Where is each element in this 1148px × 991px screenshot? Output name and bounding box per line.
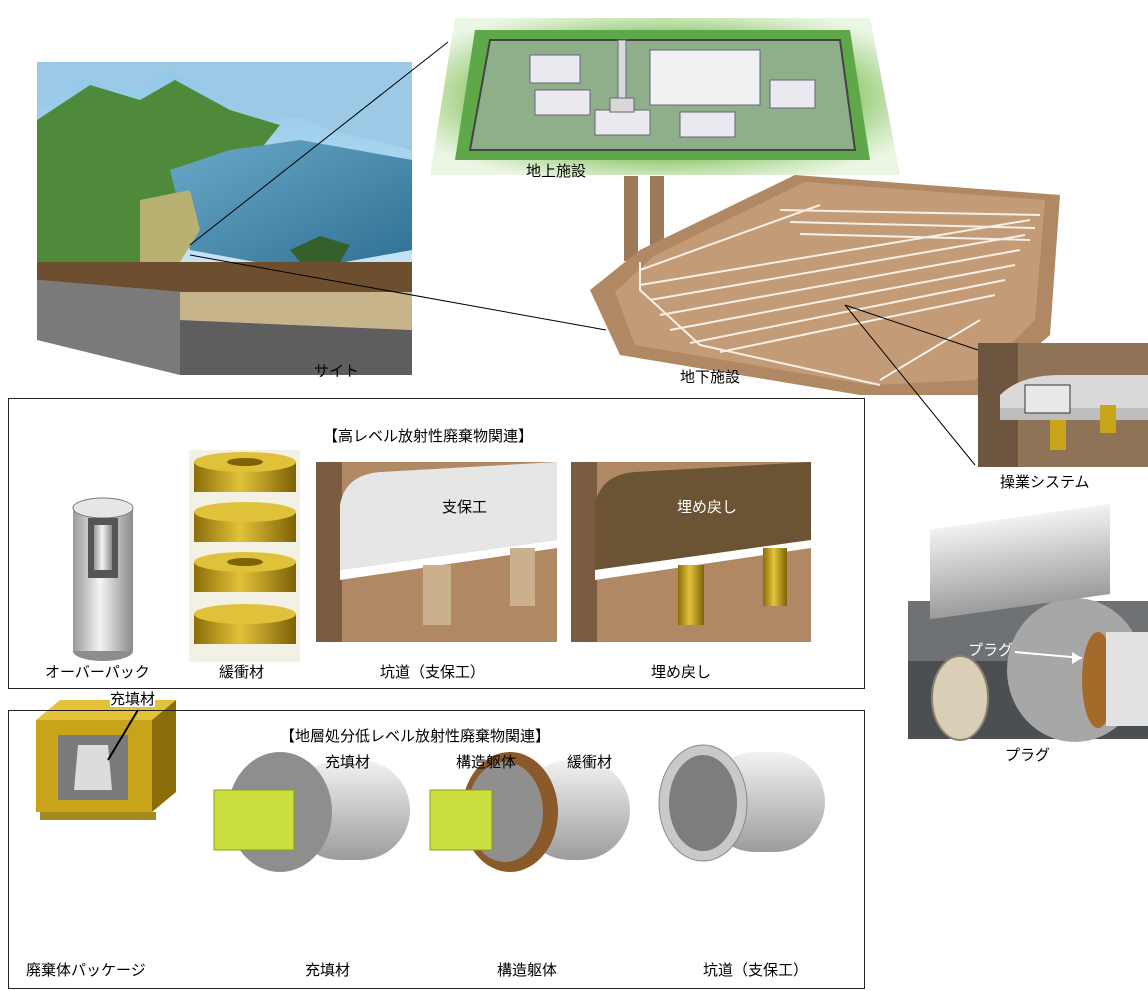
backfill-overlay-label: 埋め戻し — [677, 498, 738, 516]
connector-line — [844, 304, 976, 466]
plug-arrow — [1014, 651, 1083, 659]
plug-image — [908, 503, 1148, 742]
hlw-header: 【高レベル放射性廃棄物関連】 — [323, 427, 534, 445]
connector-line — [844, 304, 979, 351]
tunnel-support-image — [316, 462, 557, 642]
structure-callout: 構造躯体 — [456, 753, 517, 771]
connector-line — [189, 41, 449, 246]
hlw-frame — [8, 398, 865, 689]
operation-system-image — [978, 343, 1148, 467]
filler-callout-package: 充填材 — [110, 690, 156, 708]
backfill-image — [571, 462, 811, 642]
overpack-label: オーバーパック — [45, 663, 150, 681]
surface-facility-image — [430, 18, 900, 261]
plug-callout: プラグ — [968, 641, 1014, 659]
underground-facility-image — [590, 175, 1060, 395]
plug-label: プラグ — [1005, 746, 1051, 764]
surface-facility-label: 地上施設 — [526, 162, 587, 180]
waste-package-label: 廃棄体パッケージ — [26, 961, 146, 979]
support-overlay-label: 支保工 — [442, 498, 488, 516]
backfill-label: 埋め戻し — [651, 663, 712, 681]
tunnel-support-label-llw: 坑道（支保工） — [703, 961, 809, 979]
tunnel-support-label: 坑道（支保工） — [380, 663, 486, 681]
filler-label: 充填材 — [305, 961, 351, 979]
llw-frame — [8, 710, 865, 989]
operation-system-label: 操業システム — [1000, 473, 1090, 491]
site-landscape-image — [37, 62, 412, 375]
llw-header: 【地層処分低レベル放射性廃棄物関連】 — [280, 727, 551, 745]
buffer-callout: 緩衝材 — [567, 753, 613, 771]
structure-label: 構造躯体 — [497, 961, 558, 979]
buffer-label: 緩衝材 — [219, 663, 265, 681]
underground-facility-label: 地下施設 — [680, 368, 741, 386]
structure-tunnel-image — [429, 752, 630, 872]
filler-tunnel-image — [213, 752, 410, 872]
empty-tunnel-image — [658, 744, 825, 862]
overpack-image — [72, 497, 134, 661]
filler-callout-tunnel: 充填材 — [325, 753, 371, 771]
site-label: サイト — [314, 362, 360, 380]
connector-line — [189, 254, 607, 331]
plug-arrowhead — [1072, 652, 1082, 664]
buffer-material-image — [189, 450, 300, 662]
